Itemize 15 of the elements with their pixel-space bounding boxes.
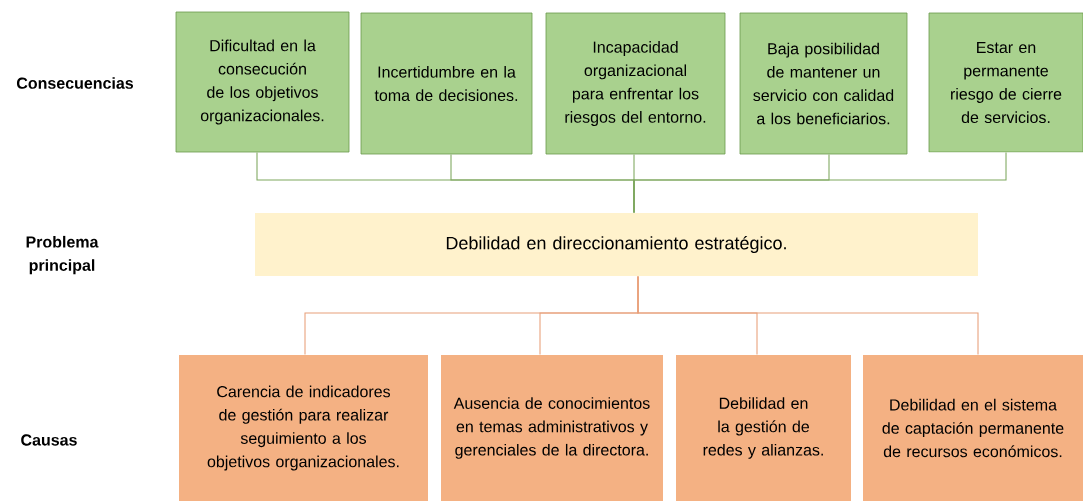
- consequence-box: Incapacidad organizacional para enfrentar los riesgos del entorno.: [545, 12, 726, 155]
- consequence-box: Estar en permanente riesgo de cierre de servicios.: [928, 12, 1083, 153]
- row-label: Consecuencias: [16, 77, 134, 89]
- row-label: Causas: [21, 434, 77, 446]
- consequence-box: Dificultad en la consecución de los objetivos organizacionales.: [175, 11, 350, 153]
- connector-line: [637, 275, 979, 356]
- problem-box: Debilidad en direccionamiento estratégico.: [255, 213, 978, 276]
- row-label: Problema principal: [26, 235, 99, 275]
- connector-line: [633, 151, 1007, 214]
- cause-box: Ausencia de conocimientos en temas administrativos y gerenciales de la directora.: [441, 355, 663, 501]
- cause-box: Carencia de indicadores de gestión para realizar seguimiento a los objetivos organizacionales.: [179, 355, 428, 501]
- consequence-box: Baja posibilidad de mantener un servicio con calidad a los beneficiarios.: [739, 12, 908, 155]
- cause-box: Debilidad en el sistema de captación permanente de recursos económicos.: [863, 355, 1083, 501]
- consequence-box: Incertidumbre en la toma de decisiones.: [360, 12, 533, 155]
- cause-box: Debilidad en la gestión de redes y alianzas.: [676, 355, 851, 501]
